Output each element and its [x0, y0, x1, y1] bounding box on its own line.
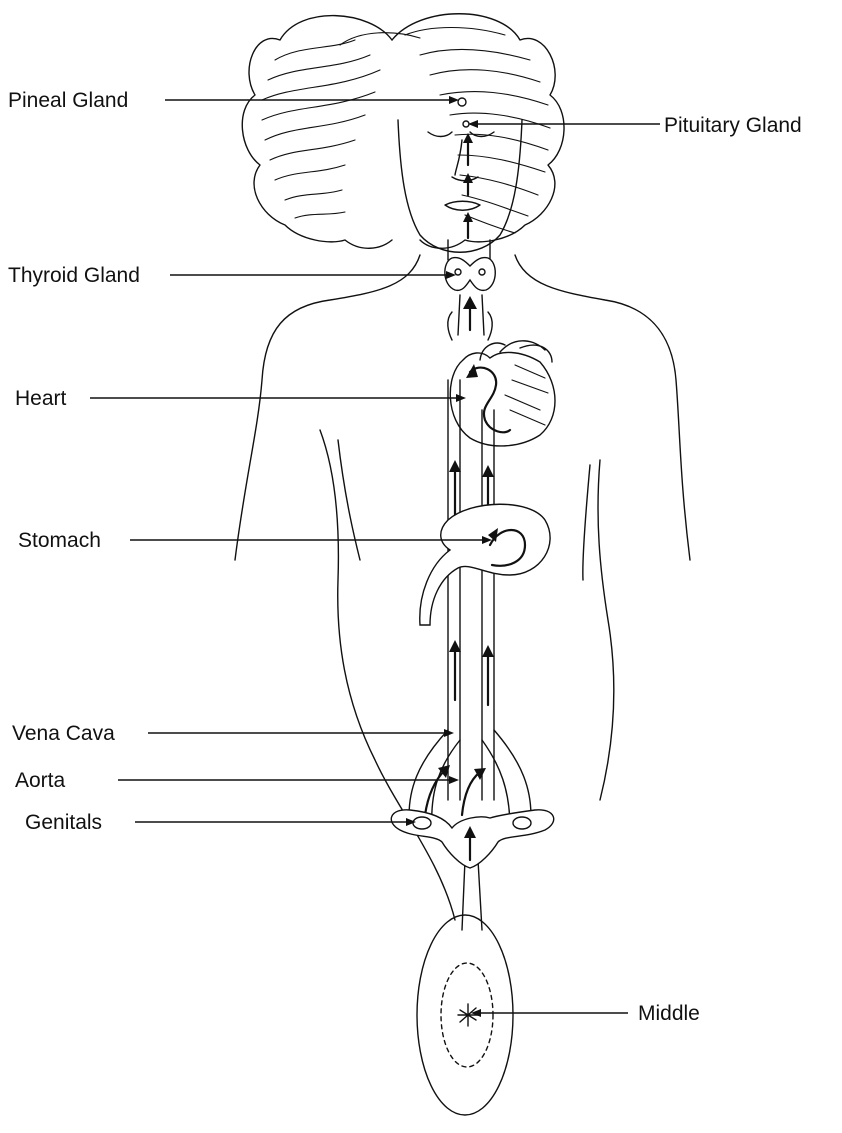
stomach: [420, 504, 550, 625]
label-pineal-gland: Pineal Gland: [8, 89, 128, 112]
neck-vessels: [448, 295, 492, 340]
leader-lines: [90, 100, 660, 1013]
hair: [242, 14, 564, 249]
label-middle: Middle: [638, 1002, 700, 1025]
label-vena-cava: Vena Cava: [12, 722, 115, 745]
labels: Pineal Gland Pituitary Gland Thyroid Gla…: [8, 89, 802, 1025]
label-pituitary-gland: Pituitary Gland: [664, 114, 802, 137]
middle-oval: [417, 915, 513, 1115]
face: [398, 120, 522, 260]
heart: [450, 341, 555, 446]
head-arrows: [463, 133, 473, 238]
label-stomach: Stomach: [18, 529, 101, 552]
label-heart: Heart: [15, 387, 67, 410]
pineal-gland-dot: [458, 98, 466, 106]
label-aorta: Aorta: [15, 769, 66, 792]
genitals: [391, 810, 553, 868]
label-thyroid-gland: Thyroid Gland: [8, 264, 140, 287]
label-genitals: Genitals: [25, 811, 102, 834]
